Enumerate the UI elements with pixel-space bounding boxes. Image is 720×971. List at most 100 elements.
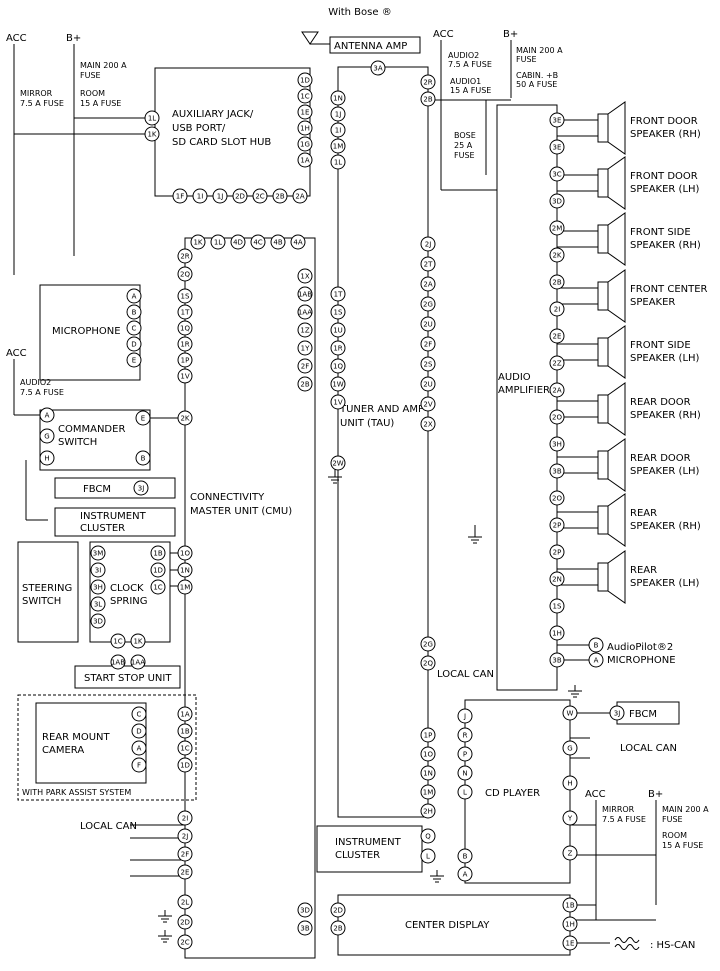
speaker-label-0: FRONT DOOR [630,116,698,127]
speaker-label-7: REAR [630,508,657,519]
svg-text:1C: 1C [153,584,162,592]
mic-pin: E [126,352,142,368]
svg-text:2V: 2V [423,401,432,409]
svg-text:7.5 A FUSE: 7.5 A FUSE [448,60,492,69]
cmu-right-pin: 1D [297,72,313,88]
svg-text:3J: 3J [138,485,145,493]
svg-text:1U: 1U [333,327,343,335]
tau-left-mid-pin: 2B [297,376,313,392]
svg-text:2F: 2F [301,363,309,371]
svg-text:2C: 2C [180,939,189,947]
aux-left-pin: 1K [144,126,160,142]
mic-pin: D [126,336,142,352]
svg-text:2U: 2U [423,321,433,329]
local-can-amp-label: LOCAL CAN [437,669,494,680]
cd-player-label: CD PLAYER [485,788,540,799]
svg-text:SWITCH: SWITCH [58,437,97,448]
svg-text:2A: 2A [295,193,304,201]
commander-switch-label: COMMANDER SWITCH [58,424,125,448]
cmu-can-pin: 2E [177,864,193,880]
svg-text:1C: 1C [180,745,189,753]
svg-text:1D: 1D [300,77,310,85]
amp-bl-pin: 2Q [420,655,436,671]
amp-right-pin: 3C [549,166,565,182]
svg-text:2N: 2N [552,576,562,584]
cmd-pin: B [135,450,151,466]
svg-text:ROOM: ROOM [80,89,105,98]
svg-text:1B: 1B [565,902,574,910]
cmu-right-pin: 1H [297,120,313,136]
cmu-can-pin: 2I [177,810,193,826]
svg-text:1O: 1O [423,751,433,759]
svg-text:2F: 2F [424,341,432,349]
svg-text:1AB: 1AB [111,659,125,667]
svg-text:3B: 3B [552,468,561,476]
tau-right-mid-pin: 1Q [330,358,346,374]
cd-right-pin: R [457,727,473,743]
svg-text:MASTER UNIT (CMU): MASTER UNIT (CMU) [190,506,292,517]
svg-text:1S: 1S [334,309,343,317]
svg-text:COMMANDER: COMMANDER [58,424,125,435]
fbcm-left-label: FBCM [83,484,111,495]
tau-right-mid-pin: 1R [330,340,346,356]
clock-left-pin: 3H [90,579,106,595]
svg-text:1I: 1I [335,127,342,135]
cmu-top-pin: 4D [230,234,246,250]
svg-text:2Q: 2Q [423,660,433,668]
svg-text:R: R [463,732,468,740]
svg-text:2O: 2O [552,414,562,422]
svg-text:1D: 1D [153,567,163,575]
mic-pin: C [126,320,142,336]
amp-right-pin: 2O [549,409,565,425]
local-can-left-label: LOCAL CAN [80,821,137,832]
svg-text:3A: 3A [373,65,382,73]
clock-left-pin: 3D [90,613,106,629]
cd-rightside-pin: Z [562,845,578,861]
speaker-label-5: SPEAKER (RH) [630,410,701,421]
svg-text:3D: 3D [300,907,310,915]
cmu-right-pin: 1C [297,88,313,104]
cd-rightside-pin: G [562,740,578,756]
cd-rightside-pin: H [562,775,578,791]
svg-text:2E: 2E [553,333,562,341]
svg-text:2B: 2B [275,193,284,201]
svg-text:4D: 4D [233,239,243,247]
clock-right-pin: 1C [150,579,166,595]
svg-text:1C: 1C [113,638,122,646]
cmu-clock-pin: 1N [177,562,193,578]
svg-text:MAIN 200 A: MAIN 200 A [662,805,709,814]
instrument-cluster-left-box [54,507,176,537]
svg-text:D: D [136,728,141,736]
svg-text:2I: 2I [554,306,561,314]
cmu-top-pin: 4B [270,234,286,250]
cdisp-right-pin: 1H [562,916,578,932]
svg-text:MAIN 200 A: MAIN 200 A [80,61,127,70]
svg-text:2P: 2P [553,522,562,530]
amp-right-pin: 3B [549,652,565,668]
svg-text:INSTRUMENT: INSTRUMENT [80,511,147,522]
svg-text:2M: 2M [552,225,563,233]
tau-3a-pin: 3A [370,60,386,76]
svg-text:MAIN 200 A: MAIN 200 A [516,46,563,55]
amp-right-pin: 2P [549,544,565,560]
cd-left-pin: 1N [420,765,436,781]
svg-text:CLUSTER: CLUSTER [335,850,380,861]
cmu-cam-pin: 1D [177,757,193,773]
acc-label-2: ACC [433,29,454,40]
svg-text:1W: 1W [332,381,343,389]
tau-amp-pin: 2A [420,276,436,292]
amp-mic-pin: B [588,637,604,653]
clock-bottom-pin: 1C [110,633,126,649]
svg-text:2P: 2P [553,549,562,557]
svg-text:1R: 1R [180,341,189,349]
svg-text:1N: 1N [180,567,190,575]
cmd-pin: A [39,407,55,423]
acc-label-1: ACC [6,33,27,44]
svg-text:3D: 3D [93,618,103,626]
